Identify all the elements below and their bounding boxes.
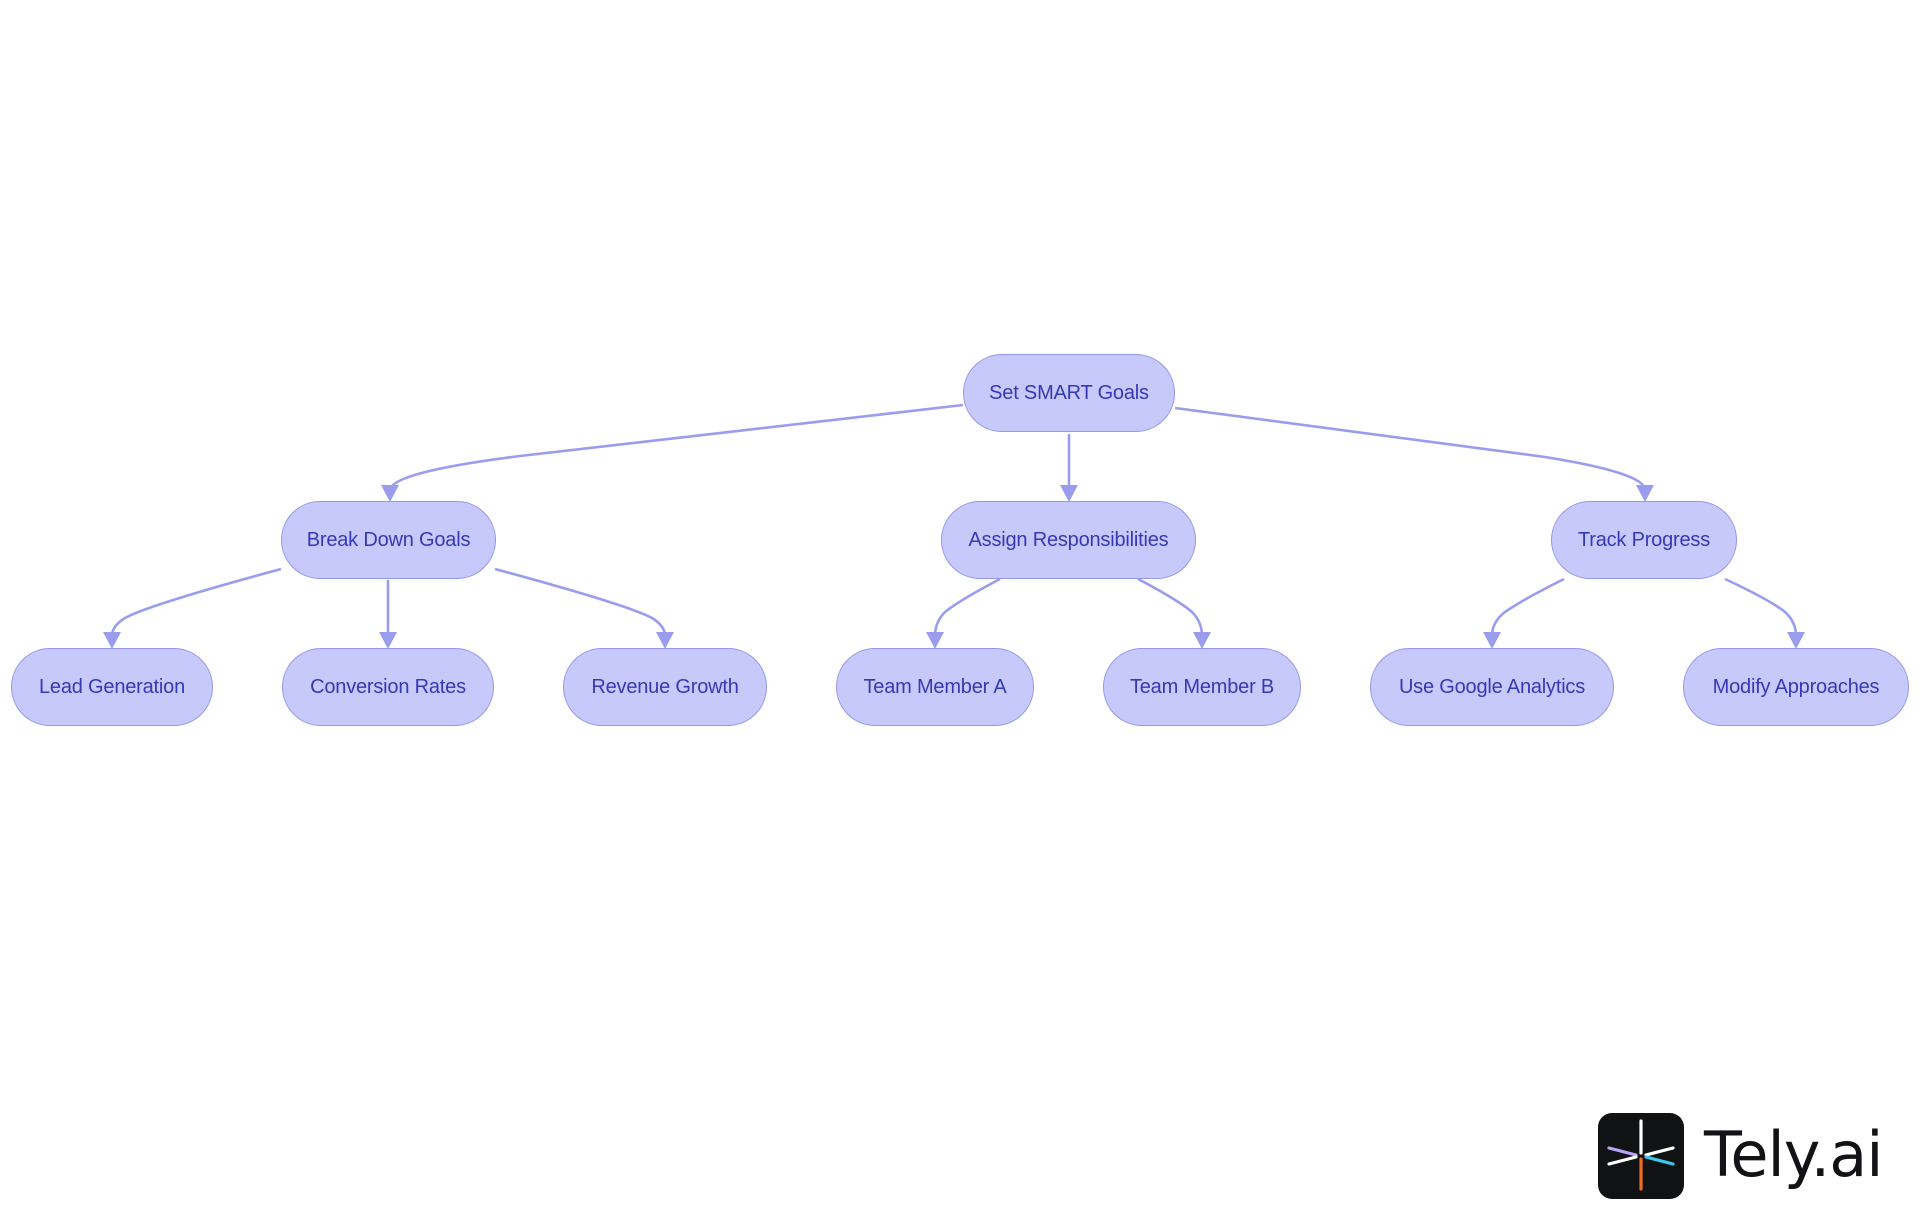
node-track-progress: Track Progress [1551, 501, 1737, 579]
arrowhead-tmb [1193, 632, 1211, 649]
node-conversion-rates: Conversion Rates [282, 648, 494, 726]
node-modify-approaches: Modify Approaches [1683, 648, 1909, 726]
node-use-google-analytics: Use Google Analytics [1370, 648, 1614, 726]
edge-track-ga [1490, 577, 1565, 637]
edge-track-mod [1724, 577, 1798, 637]
arrowhead-ga [1483, 632, 1501, 649]
node-revenue-growth: Revenue Growth [563, 648, 767, 726]
edge-break-lead [110, 567, 282, 637]
node-team-member-a: Team Member A [836, 648, 1034, 726]
arrowhead-break [381, 485, 399, 502]
arrowhead-track [1636, 485, 1654, 502]
edge-root-track [1174, 406, 1647, 491]
node-team-member-b: Team Member B [1103, 648, 1301, 726]
edge-break-rev [494, 567, 667, 637]
node-lead-generation: Lead Generation [11, 648, 213, 726]
tely-asterisk-icon [1598, 1113, 1684, 1199]
arrowhead-assign [1060, 485, 1078, 502]
node-assign-responsibilities: Assign Responsibilities [941, 501, 1196, 579]
tely-logo: Tely.ai [1598, 1113, 1888, 1199]
logo-wordmark: Tely.ai [1704, 1118, 1883, 1191]
edge-assign-tma [933, 577, 1001, 637]
arrowhead-mod [1787, 632, 1805, 649]
node-break-down-goals: Break Down Goals [281, 501, 496, 579]
edge-root-break [388, 403, 964, 491]
arrowhead-rev [656, 632, 674, 649]
arrowhead-tma [926, 632, 944, 649]
node-set-smart-goals: Set SMART Goals [963, 354, 1175, 432]
edge-assign-tmb [1137, 577, 1204, 637]
arrowhead-lead [103, 632, 121, 649]
arrowhead-conv [379, 632, 397, 649]
